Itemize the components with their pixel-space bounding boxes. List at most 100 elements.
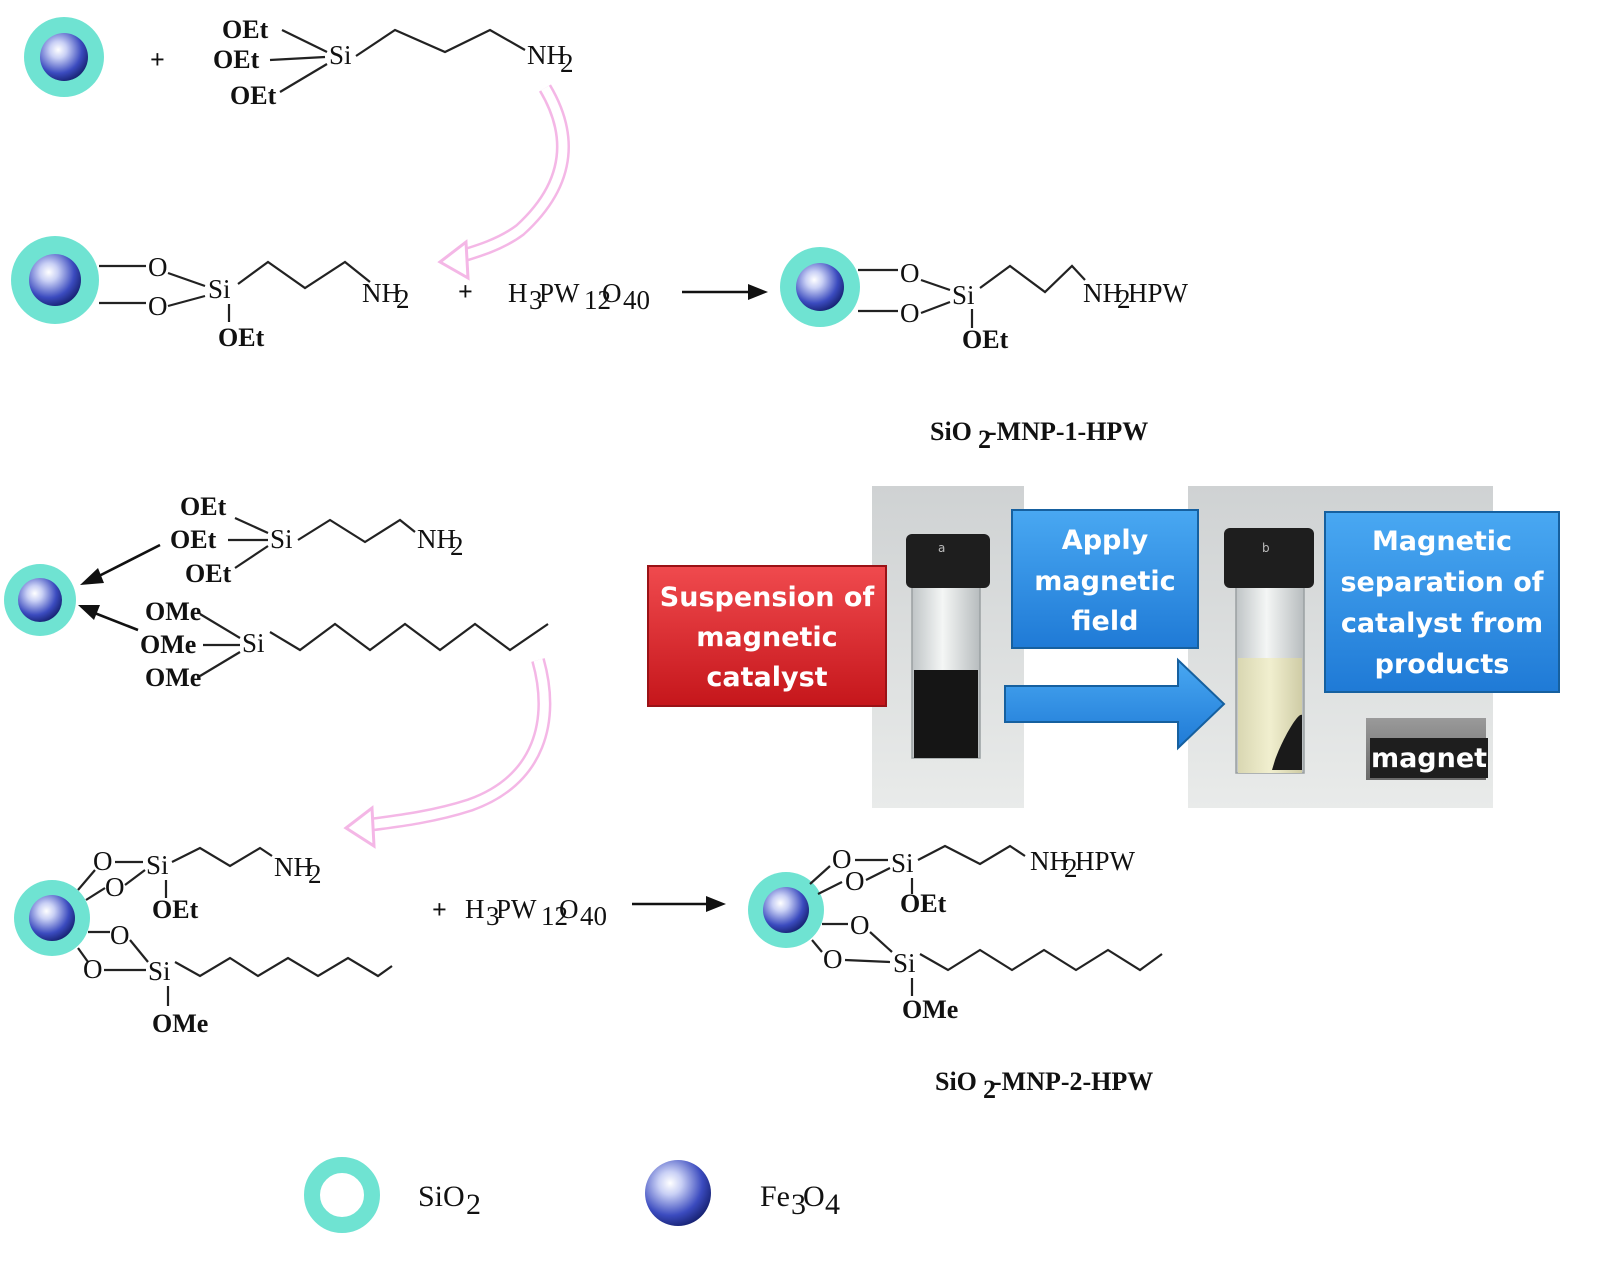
- svg-text:SiO: SiO: [930, 417, 972, 446]
- amine-functionalized-particle: O O Si OEt NH 2: [11, 236, 410, 352]
- phosphotungstic-acid-2: H 3 PW 12 O 40: [465, 894, 607, 931]
- flow-arrow-2: [343, 658, 552, 849]
- svg-text:SiO: SiO: [935, 1067, 977, 1096]
- svg-text:OEt: OEt: [185, 559, 232, 588]
- svg-text:catalyst from: catalyst from: [1341, 608, 1543, 639]
- svg-text:OMe: OMe: [152, 1009, 208, 1038]
- svg-text:NH: NH: [527, 40, 566, 70]
- svg-text:2: 2: [450, 531, 464, 561]
- svg-text:OEt: OEt: [230, 81, 277, 110]
- nanoparticle-mid: [4, 564, 76, 636]
- magnet-label-box: magnet: [1370, 738, 1488, 778]
- svg-text:3: 3: [529, 285, 543, 315]
- svg-text:products: products: [1375, 649, 1510, 680]
- svg-text:Suspension of: Suspension of: [660, 582, 875, 613]
- product-2-structure: O O Si OEt NH 2 HPW O O Si OMe: [748, 844, 1163, 1024]
- svg-text:O: O: [148, 291, 168, 321]
- svg-text:NH: NH: [274, 852, 313, 882]
- svg-text:Si: Si: [242, 628, 265, 658]
- svg-text:NH: NH: [1083, 278, 1122, 308]
- svg-text:Si: Si: [208, 274, 231, 304]
- product-1-structure: O O Si OEt NH 2 HPW: [780, 247, 1189, 354]
- magnetite-core-icon: [645, 1160, 711, 1226]
- svg-text:H: H: [508, 278, 528, 308]
- svg-text:O: O: [823, 944, 843, 974]
- svg-text:Si: Si: [146, 850, 169, 880]
- svg-text:O: O: [850, 910, 870, 940]
- svg-text:magnetic: magnetic: [696, 622, 837, 653]
- svg-text:OEt: OEt: [218, 323, 265, 352]
- svg-text:4: 4: [825, 1188, 840, 1221]
- reaction-arrow-2: [632, 896, 726, 912]
- svg-text:2: 2: [466, 1188, 481, 1221]
- svg-text:OMe: OMe: [140, 630, 196, 659]
- svg-text:Si: Si: [952, 280, 975, 310]
- flow-arrow-1: [437, 84, 570, 281]
- svg-text:2: 2: [396, 284, 410, 314]
- nanoparticle-start: [24, 17, 104, 97]
- svg-text:Si: Si: [891, 848, 914, 878]
- svg-text:HPW: HPW: [1075, 846, 1136, 876]
- svg-text:OEt: OEt: [213, 45, 260, 74]
- svg-text:40: 40: [623, 285, 650, 315]
- legend-magnetite: Fe 3 O 4: [645, 1160, 840, 1226]
- svg-text:O: O: [900, 298, 920, 328]
- svg-text:PW: PW: [539, 278, 580, 308]
- svg-text:NH: NH: [1030, 846, 1069, 876]
- bifunctional-particle: O O Si OEt NH 2 O O Si OMe: [14, 846, 393, 1038]
- svg-text:3: 3: [486, 901, 500, 931]
- svg-text:O: O: [559, 894, 579, 924]
- phosphotungstic-acid-1: H 3 PW 12 O 40: [508, 278, 650, 315]
- svg-text:b: b: [1262, 541, 1270, 555]
- octyltrimethoxysilane: OMe OMe OMe Si: [140, 597, 549, 692]
- svg-text:-MNP-2-HPW: -MNP-2-HPW: [993, 1067, 1153, 1096]
- svg-text:HPW: HPW: [1128, 278, 1189, 308]
- svg-text:separation of: separation of: [1340, 567, 1543, 598]
- svg-text:OMe: OMe: [902, 995, 958, 1024]
- magnetic-field-arrow: [1004, 657, 1226, 751]
- svg-text:O: O: [148, 252, 168, 282]
- svg-text:3: 3: [791, 1188, 806, 1221]
- svg-text:Fe: Fe: [760, 1180, 790, 1213]
- photo-vial-before: a: [872, 486, 1024, 808]
- svg-text:magnetic: magnetic: [1034, 566, 1175, 597]
- svg-text:OEt: OEt: [152, 895, 199, 924]
- product-1-label: SiO 2 -MNP-1-HPW: [930, 417, 1148, 454]
- svg-text:2: 2: [1064, 853, 1078, 883]
- svg-text:O: O: [832, 844, 852, 874]
- svg-text:Si: Si: [148, 956, 171, 986]
- svg-text:O: O: [105, 872, 125, 902]
- svg-text:O: O: [602, 278, 622, 308]
- svg-text:catalyst: catalyst: [706, 662, 827, 693]
- svg-text:OEt: OEt: [170, 525, 217, 554]
- svg-text:Apply: Apply: [1062, 525, 1149, 556]
- svg-text:OMe: OMe: [145, 663, 201, 692]
- svg-text:O: O: [803, 1180, 825, 1213]
- suspension-label-box: Suspension of magnetic catalyst: [647, 565, 887, 707]
- legend-silica: SiO 2: [304, 1157, 481, 1233]
- plus-sign: +: [150, 45, 165, 74]
- svg-text:O: O: [83, 954, 103, 984]
- apply-field-label-box: Apply magnetic field: [1011, 509, 1199, 649]
- aminopropyl-triethoxysilane: OEt OEt OEt Si NH 2: [213, 15, 574, 110]
- svg-text:O: O: [110, 920, 130, 950]
- reaction-arrow-to-particle-lower: [78, 605, 139, 632]
- aminopropyl-triethoxysilane-2: OEt OEt OEt Si NH 2: [170, 492, 464, 588]
- svg-text:OEt: OEt: [962, 325, 1009, 354]
- svg-text:2: 2: [560, 48, 574, 78]
- svg-text:2: 2: [308, 859, 322, 889]
- svg-text:a: a: [938, 541, 945, 555]
- svg-text:field: field: [1072, 606, 1139, 637]
- svg-text:OEt: OEt: [222, 15, 269, 44]
- svg-text:PW: PW: [496, 894, 537, 924]
- svg-text:NH: NH: [417, 524, 456, 554]
- plus-sign-3: +: [432, 895, 447, 924]
- svg-text:OEt: OEt: [180, 492, 227, 521]
- svg-text:-MNP-1-HPW: -MNP-1-HPW: [988, 417, 1148, 446]
- product-2-label: SiO 2 -MNP-2-HPW: [935, 1067, 1153, 1104]
- svg-text:2: 2: [1117, 284, 1131, 314]
- svg-text:magnet: magnet: [1371, 743, 1487, 774]
- separation-label-box: Magnetic separation of catalyst from pro…: [1324, 511, 1560, 693]
- svg-text:2: 2: [978, 425, 991, 454]
